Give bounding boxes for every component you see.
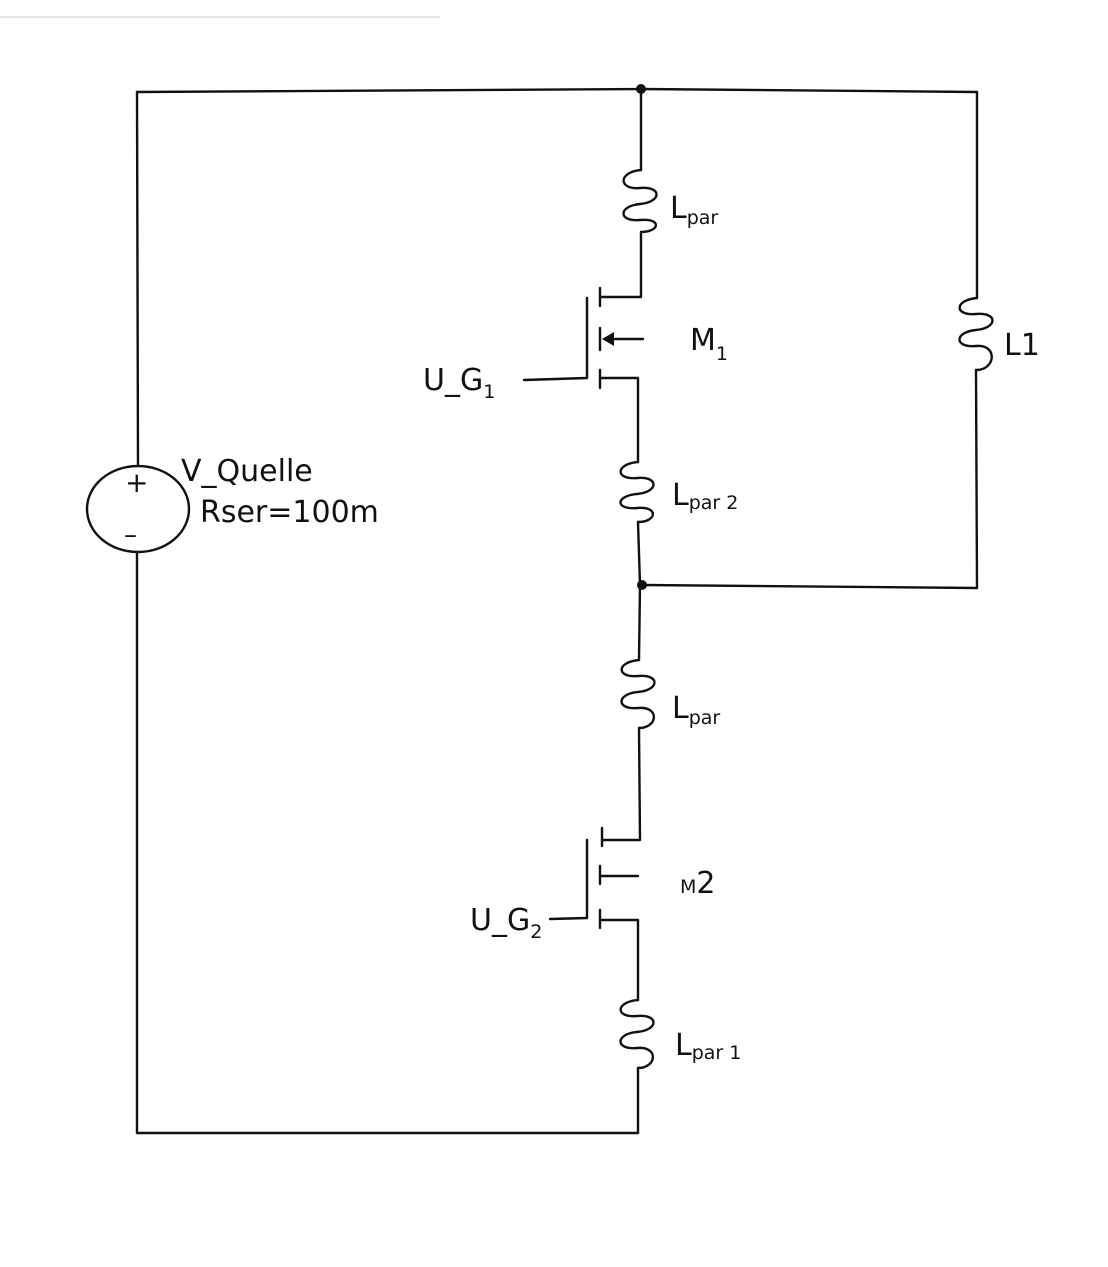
voltage-source: + –: [85, 464, 191, 554]
label-lpar-top: Lpar: [670, 191, 718, 229]
junction-middle: [637, 580, 647, 590]
wire-left-upper: [135, 90, 140, 467]
wire-center-4: [636, 520, 642, 662]
source-param-label: Rser=100m: [200, 495, 379, 530]
wire-top: [135, 87, 979, 94]
transistor-m1: [522, 286, 645, 390]
wire-center-5: [600, 726, 642, 842]
wire-center-3: [599, 376, 640, 464]
wire-right-lower: [640, 368, 979, 590]
source-name-label: V_Quelle: [181, 454, 313, 489]
inductor-lpar-top-coil: [622, 168, 658, 234]
label-lpar1: Lpar 1: [675, 1028, 741, 1064]
label-m2: M2: [680, 866, 716, 901]
source-plus-sign: +: [125, 466, 148, 499]
label-lpar-mid: Lpar: [672, 691, 720, 729]
inductor-l1-coil: [958, 296, 994, 372]
transistor-m2: [548, 826, 640, 930]
inductor-lpar2-coil: [619, 460, 655, 524]
wire-center-6: [598, 918, 640, 1002]
label-gate-2: U_G2: [470, 903, 542, 943]
label-m1: M1: [690, 323, 728, 365]
inductor-lpar-mid-coil: [620, 658, 656, 730]
inductor-lpar1-coil: [619, 998, 655, 1070]
wire-center-2: [598, 230, 643, 299]
source-minus-sign: –: [124, 520, 137, 550]
label-lpar2: Lpar 2: [672, 478, 738, 514]
label-l1: L1: [1004, 328, 1040, 363]
label-gate-1: U_G1: [423, 363, 495, 403]
